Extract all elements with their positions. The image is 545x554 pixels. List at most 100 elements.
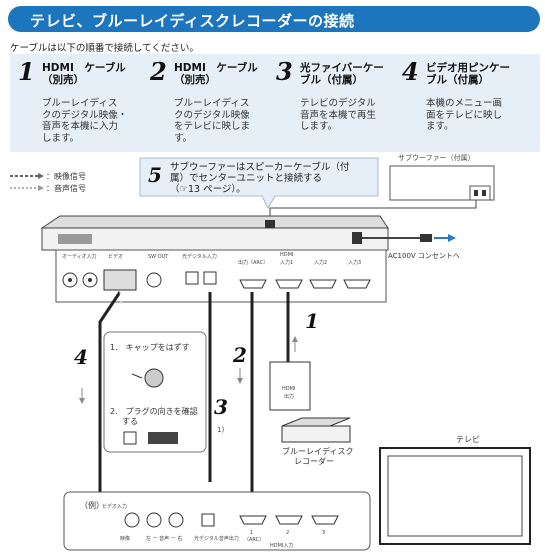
legend: ：映像信号 ：音声信号 (10, 171, 86, 193)
center-unit: AC100V コンセントへ (40, 215, 460, 260)
bd-front (281, 425, 351, 443)
arrow-head-icon (38, 185, 44, 191)
step-number: 3 (276, 57, 293, 86)
page-subtitle: ケーブルは以下の順番で接続してください。 (10, 43, 199, 54)
inset-frame (103, 331, 207, 453)
arrow-number: 1 (305, 309, 319, 333)
callout-bubble (139, 157, 379, 209)
power-plug-icon (420, 234, 432, 242)
hdmi-port-icon (275, 279, 303, 289)
arc-label: （ARC） (244, 537, 264, 543)
page-title: テレビ、ブルーレイディスクレコーダーの接続 (30, 12, 355, 30)
arrow-head-icon (237, 378, 243, 384)
hdmi-port-icon (275, 515, 303, 525)
step-description: ブルーレイディス クのデジタル映像・ 音声を本機に入力 します。 (42, 98, 142, 144)
speaker-terminal (469, 185, 491, 201)
step-2: 2 HDMI ケーブル （別売） ブルーレイディス クのデジタル映像 をテレビに… (150, 60, 278, 150)
hdmi-in-port: 1 (250, 530, 253, 536)
legend-audio: ：音声信号 (46, 183, 86, 193)
hdmi-port-icon (239, 279, 267, 289)
callout-line: サブウーファーはスピーカーケーブル（付 (170, 161, 350, 173)
step-heading-line: HDMI ケーブル (174, 62, 258, 74)
step-1: 1 HDMI ケーブル （別売） ブルーレイディス クのデジタル映像・ 音声を本… (18, 60, 146, 150)
arrow-icon (131, 373, 143, 379)
step-number: 2 (150, 57, 167, 86)
hdmi-in-port: 3 (322, 530, 325, 536)
desc-line: をテレビに映しま (174, 121, 251, 132)
optical-port-icon (123, 431, 137, 445)
step-number: 4 (402, 57, 419, 86)
step-number: 1 (18, 57, 35, 86)
bd-label: ブルーレイディスク (282, 446, 353, 456)
optical-out-label: 光デジタル音声出力 (194, 535, 239, 542)
rca-pin-icon (88, 278, 92, 282)
tv: テレビ (379, 435, 531, 545)
step-description: テレビのデジタル 音声を本機で再生 します。 (300, 98, 400, 133)
optical-plug-icon (148, 432, 178, 444)
desc-line: します。 (300, 121, 338, 132)
connection-diagram: ：映像信号 ：音声信号 5 サブウーファーはスピーカーケーブル（付 属）でセンタ… (10, 153, 531, 551)
desc-line: ブルーレイディス (42, 98, 118, 109)
bd-label: レコーダー (294, 456, 334, 466)
hdmi-in-port: 2 (286, 530, 289, 536)
desc-line: 音声を本機に入力 (42, 121, 119, 132)
step-heading: ビデオ用ピンケー ブル（付属） (426, 62, 530, 86)
step-heading-line: 光ファイバーケー (300, 62, 384, 74)
tv-screen (387, 455, 523, 537)
hdmi-label: HDMI (280, 252, 293, 258)
video-out-jack (103, 269, 137, 291)
desc-line: テレビのデジタル (300, 98, 376, 109)
desc-line: ブルーレイディス (174, 98, 250, 109)
desc-line: 音声を本機で再生 (300, 109, 377, 121)
hdmi-port-icon (239, 515, 267, 525)
terminal-slot-icon (482, 190, 486, 196)
optical-out-port-icon (201, 513, 215, 527)
rca-jack-icon (168, 512, 184, 528)
callout-step-5: 5 サブウーファーはスピーカーケーブル（付 属）でセンターユニットと接続する （… (139, 157, 379, 209)
sw-out-label: SW OUT (148, 254, 169, 260)
arrow-head-icon (292, 336, 298, 342)
step-description: ブルーレイディス クのデジタル映像 をテレビに映しま す。 (174, 98, 274, 144)
rca-jack-icon (146, 512, 162, 528)
video-jack-label: 映像 (120, 535, 130, 542)
arrow-head-icon (448, 234, 456, 242)
callout-line: （☞13 ページ）。 (170, 183, 246, 195)
unit-front (41, 227, 389, 251)
step-heading-line: （別売） (42, 74, 84, 86)
callout-line: 属）でセンターユニットと接続する (170, 172, 322, 184)
inset-step: 1. キャップをはずす (110, 342, 190, 352)
sw-out-jack-icon (146, 272, 162, 288)
steps-panel: 1 HDMI ケーブル （別売） ブルーレイディス クのデジタル映像・ 音声を本… (10, 54, 540, 152)
subwoofer-label: サブウーファー（付属） (398, 153, 475, 162)
terminal-slot-icon (474, 190, 478, 196)
arrow-head-icon (79, 398, 85, 404)
optical-label: 光デジタル入力 (182, 253, 217, 260)
step-heading: HDMI ケーブル （別売） (174, 62, 278, 86)
tv-rear-panel: （例） ビデオ入力 映像 左 ー 音声 ー 右 光デジタル音声出力 1 2 3 … (63, 491, 371, 551)
hdmi-port-icon (309, 279, 337, 289)
rca-video-cable (98, 291, 122, 532)
arrow-number: 4 (74, 345, 88, 369)
tv-panel-frame (63, 491, 371, 551)
bd-out-label: 出力 (284, 393, 294, 400)
step-4: 4 ビデオ用ピンケー ブル（付属） 本機のメニュー画 面をテレビに映し ます。 (402, 60, 530, 150)
desc-line: す。 (174, 132, 193, 144)
rear-panel: オーディオ入力 ビデオ SW OUT 光デジタル入力 HDMI 出力（ARC） … (55, 249, 387, 303)
speaker-cable (269, 200, 477, 218)
video-in-label: ビデオ入力 (102, 503, 127, 510)
arrow-number: 3 (214, 395, 228, 419)
speaker-terminal (265, 220, 275, 228)
unit-top (40, 215, 389, 229)
desc-line: します。 (42, 132, 80, 144)
step-3: 3 光ファイバーケー ブル（付属） テレビのデジタル 音声を本機で再生 します。 (276, 60, 404, 150)
subwoofer: サブウーファー（付属） (269, 153, 495, 218)
desc-line: 本機のメニュー画 (426, 98, 503, 109)
tv-label: テレビ (456, 435, 480, 444)
hdmi-port-label: 入力1 (280, 259, 293, 266)
hdmi-port-label: 出力（ARC） (238, 259, 268, 266)
step-heading-line: HDMI ケーブル (42, 62, 126, 74)
bd-hdmi-label: HDMI (282, 386, 295, 392)
hdmi-port-icon (311, 515, 339, 525)
step-number: 5 (148, 163, 162, 187)
step-heading: 光ファイバーケー ブル（付属） (300, 62, 404, 86)
